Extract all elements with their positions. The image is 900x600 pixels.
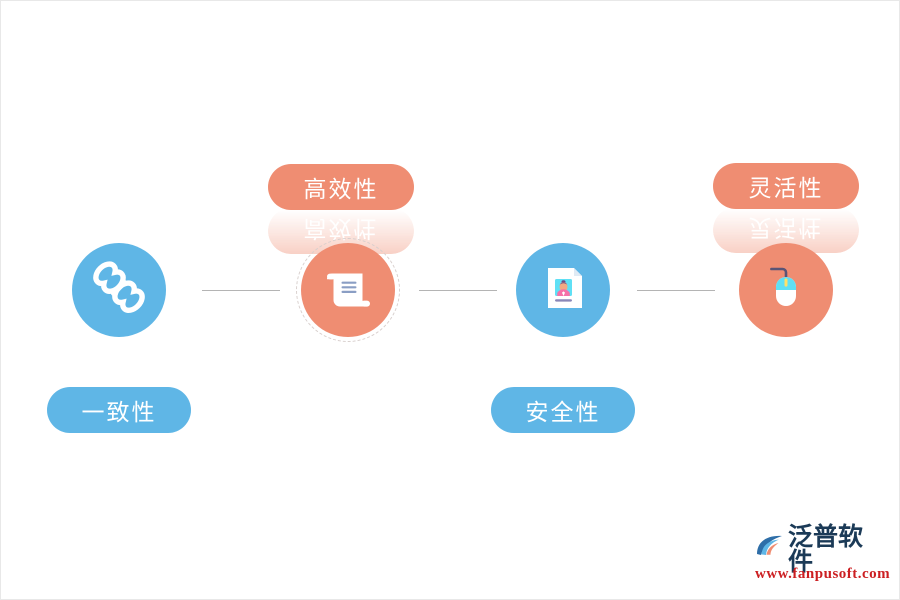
- label-text-flexibility: 灵活性: [748, 175, 824, 201]
- efficiency-dashed-ring: [296, 238, 400, 342]
- connector-line-2: [419, 290, 497, 291]
- connector-line-1: [202, 290, 280, 291]
- brand-logo-row: 泛普软件: [755, 524, 885, 574]
- label-text-flexibility-reflection: 灵活性: [748, 215, 824, 241]
- consistency-icon-circle[interactable]: [72, 243, 166, 337]
- brand-name: 泛普软件: [788, 522, 864, 576]
- computer-mouse-icon: [758, 260, 814, 321]
- scroll-document-icon: [320, 260, 376, 321]
- connector-line-3: [637, 290, 715, 291]
- label-text-consistency: 一致性: [81, 399, 157, 425]
- label-pill-flexibility[interactable]: 灵活性: [713, 163, 859, 209]
- label-pill-efficiency[interactable]: 高效性: [268, 164, 414, 210]
- efficiency-icon-circle[interactable]: [301, 243, 395, 337]
- security-icon-circle[interactable]: [516, 243, 610, 337]
- label-text-security: 安全性: [525, 399, 601, 425]
- brand-url: www.fanpusoft.com: [755, 566, 891, 582]
- id-card-icon: [535, 260, 591, 321]
- flexibility-icon-circle[interactable]: [739, 243, 833, 337]
- label-pill-consistency[interactable]: 一致性: [47, 387, 191, 433]
- label-text-efficiency: 高效性: [303, 176, 379, 202]
- brand-logo[interactable]: 泛普软件 www.fanpusoft.com: [755, 524, 891, 585]
- label-pill-security[interactable]: 安全性: [491, 387, 635, 433]
- fanpu-swoosh-logo-icon: [755, 532, 785, 567]
- chain-link-icon: [91, 260, 147, 321]
